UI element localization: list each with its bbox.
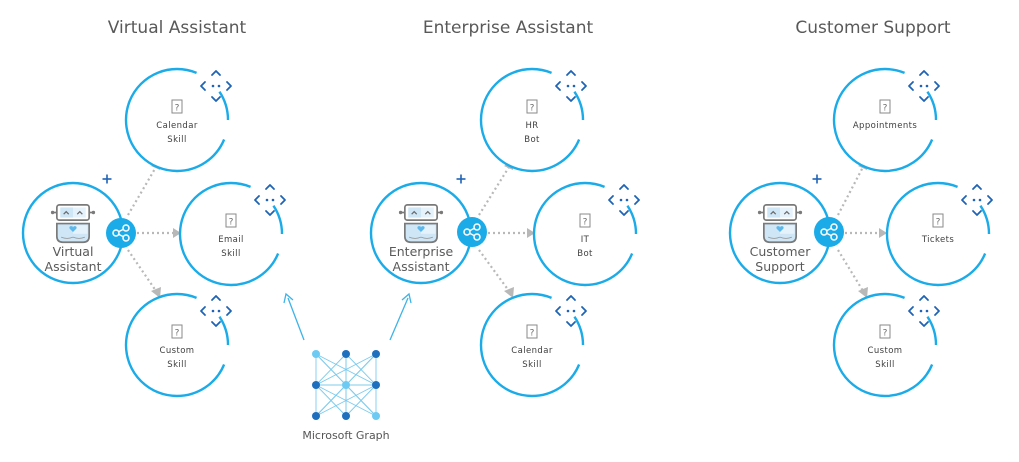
- skill-label-line1: Custom: [160, 346, 195, 356]
- graph-node: [312, 350, 320, 358]
- question-box-icon: [879, 324, 891, 339]
- connector-line: [837, 166, 864, 216]
- assistant-label-line1: Customer: [750, 244, 812, 259]
- connector-line: [127, 249, 157, 292]
- graph-feed-arrow-right: [389, 292, 412, 341]
- scenario-enterprise-assistant: Enterprise Assistant HR Bot IT Bot: [369, 18, 640, 398]
- scenario-title: Customer Support: [795, 18, 951, 38]
- question-box-icon: [932, 213, 944, 228]
- skill-ring: [178, 181, 284, 287]
- connector-line: [478, 166, 510, 216]
- skill-label-line1: Calendar: [156, 121, 198, 131]
- robot-icon: [50, 204, 96, 244]
- skill-ring: [832, 67, 938, 173]
- question-box-icon: [879, 99, 891, 114]
- question-box-icon: [171, 99, 183, 114]
- skill-label-line2: Skill: [167, 360, 186, 370]
- assistant-label-line2: Support: [755, 259, 805, 274]
- question-box-icon: [526, 99, 538, 114]
- skill-node-appointments[interactable]: Appointments: [832, 67, 940, 173]
- arrow-head: [151, 287, 161, 298]
- skill-node-custom[interactable]: Custom Skill: [124, 292, 232, 398]
- connectors: [478, 160, 535, 298]
- question-box-icon: [526, 324, 538, 339]
- assistant-label-line2: Assistant: [393, 259, 450, 274]
- graph-node: [342, 350, 350, 358]
- skill-label-line1: Calendar: [511, 346, 553, 356]
- share-icon[interactable]: [813, 216, 845, 248]
- graph-node: [372, 412, 380, 420]
- skill-label-line1: Tickets: [921, 235, 955, 245]
- skill-ring: [124, 67, 230, 173]
- share-icon[interactable]: [456, 216, 488, 248]
- graph-node: [312, 381, 320, 389]
- question-box-icon: [579, 213, 591, 228]
- skill-label-line1: Email: [218, 235, 244, 245]
- graph-node: [312, 412, 320, 420]
- skill-ring: [885, 181, 991, 287]
- question-box-icon: [171, 324, 183, 339]
- arrow-head: [504, 287, 514, 298]
- assistant-label-line1: Enterprise: [389, 244, 454, 259]
- scenario-title: Enterprise Assistant: [423, 18, 594, 38]
- skill-label-line2: Bot: [577, 249, 593, 259]
- skill-ring: [479, 292, 585, 398]
- skill-label-line2: Skill: [875, 360, 894, 370]
- skill-node-email[interactable]: Email Skill: [178, 181, 286, 287]
- question-box-icon: [225, 213, 237, 228]
- scenario-customer-support: Customer Support Appointments Tickets: [728, 18, 993, 398]
- connectors: [127, 160, 181, 298]
- skill-ring: [479, 67, 585, 173]
- skill-node-hr-bot[interactable]: HR Bot: [479, 67, 587, 173]
- scenario-virtual-assistant: Virtual Assistant Calendar Skill Email S…: [21, 18, 286, 398]
- assistant-node-virtual-assistant[interactable]: Virtual Assistant: [21, 174, 137, 285]
- skill-node-tickets[interactable]: Tickets: [885, 181, 993, 287]
- assistant-node-enterprise-assistant[interactable]: Enterprise Assistant: [369, 174, 488, 285]
- plus-icon[interactable]: [456, 174, 466, 184]
- graph-node: [372, 381, 380, 389]
- skill-node-custom[interactable]: Custom Skill: [832, 292, 940, 398]
- skill-label-line1: IT: [581, 235, 590, 245]
- graph-node: [342, 381, 350, 389]
- skill-node-calendar[interactable]: Calendar Skill: [479, 292, 587, 398]
- connector-line: [478, 249, 510, 292]
- skill-label-line2: Bot: [524, 135, 540, 145]
- graph-feed-arrow-left: [283, 292, 305, 341]
- share-icon[interactable]: [105, 217, 137, 249]
- skill-ring: [832, 292, 938, 398]
- network-graph-icon: [312, 350, 380, 420]
- skill-label-line1: Custom: [868, 346, 903, 356]
- microsoft-graph: Microsoft Graph: [283, 292, 412, 442]
- skill-node-it-bot[interactable]: IT Bot: [532, 181, 640, 287]
- skill-label-line2: Skill: [221, 249, 240, 259]
- graph-node: [342, 412, 350, 420]
- plus-icon[interactable]: [812, 174, 822, 184]
- skill-label-line2: Skill: [522, 360, 541, 370]
- connector-line: [127, 166, 157, 216]
- skill-label-line1: HR: [525, 121, 538, 131]
- connectors: [837, 160, 887, 298]
- skill-ring: [124, 292, 230, 398]
- connector-line: [837, 249, 864, 292]
- arrow-head: [527, 228, 535, 238]
- microsoft-graph-label: Microsoft Graph: [302, 429, 389, 442]
- arrow-head: [879, 228, 887, 238]
- robot-icon: [398, 204, 444, 244]
- scenario-title: Virtual Assistant: [108, 18, 247, 38]
- assistant-label-line2: Assistant: [45, 259, 102, 274]
- arrow-head: [173, 228, 181, 238]
- skill-label-line1: Appointments: [853, 121, 918, 131]
- assistant-node-customer-support[interactable]: Customer Support: [728, 174, 845, 285]
- robot-icon: [757, 204, 803, 244]
- arrow-head: [858, 287, 868, 298]
- graph-node: [372, 350, 380, 358]
- assistant-label-line1: Virtual: [53, 244, 94, 259]
- plus-icon[interactable]: [102, 174, 112, 184]
- skill-node-calendar[interactable]: Calendar Skill: [124, 67, 232, 173]
- skill-ring: [532, 181, 638, 287]
- skill-label-line2: Skill: [167, 135, 186, 145]
